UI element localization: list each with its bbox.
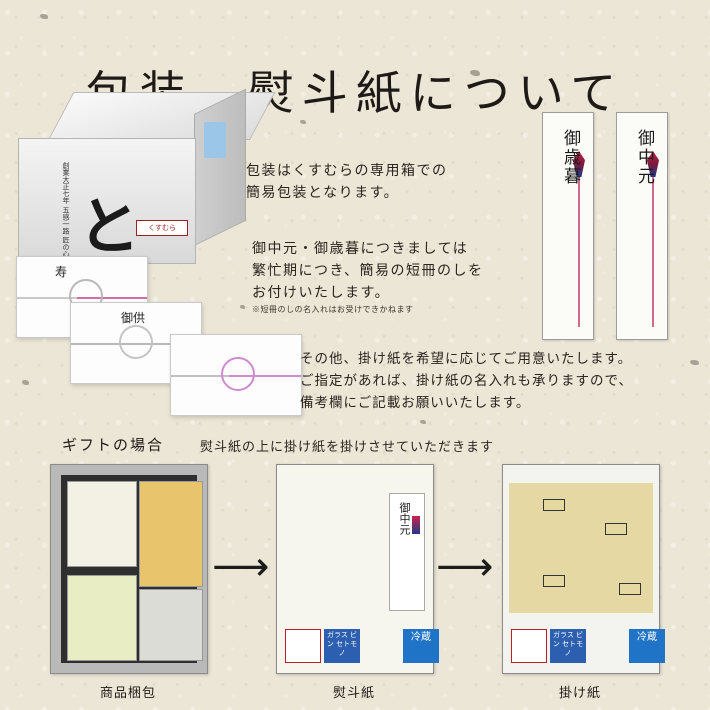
stamp-icon <box>619 583 641 595</box>
sticker-row: ガラス ビン セトモノ 冷蔵 <box>511 629 665 663</box>
okara-pack <box>139 589 203 661</box>
cord <box>652 177 654 327</box>
paper-fleck <box>420 420 426 424</box>
gift-heading: ギフトの場合 <box>62 436 165 454</box>
cord <box>578 177 580 327</box>
kakegami-paper <box>509 483 653 613</box>
panel-product-package <box>50 464 208 674</box>
kakegami-text: その他、掛け紙を希望に応じてご用意いたします。 ご指定があれば、掛け紙の名入れも… <box>300 351 633 411</box>
caption-product-package: 商品梱包 <box>99 686 156 701</box>
arrow-right-icon: ⟶ <box>212 544 270 590</box>
paper-fleck <box>300 120 306 124</box>
box-side-text: 創業大正七年 五感一路 匠の心 <box>62 162 70 258</box>
mizuhiki-knot-icon <box>119 325 153 359</box>
box-label <box>204 122 226 158</box>
cold-sticker: 冷蔵 <box>403 629 439 663</box>
fragile-sticker-icon <box>285 629 321 663</box>
packaging-text: 包装はくすむらの専用箱での 簡易包装となります。 <box>246 163 448 201</box>
noshi-card-plain <box>170 334 302 416</box>
tanzaku-label: 御中元 <box>634 129 654 186</box>
glass-sticker: ガラス ビン セトモノ <box>550 629 586 663</box>
noshi-ornament-icon <box>412 516 420 534</box>
caption-kakegami: 掛け紙 <box>558 686 601 701</box>
tanzaku-label: 御歳暮 <box>560 129 580 186</box>
box-front <box>18 138 196 264</box>
noshi-ornament-icon <box>647 151 659 177</box>
tanzaku-text: 御中元・御歳暮につきましては 繁忙期につき、簡易の短冊のしを お付けいたします。 <box>252 241 484 301</box>
tanzaku-strip: 御中元 <box>389 493 425 611</box>
tanzaku-note: ※短冊のしの名入れはお受けできかねます <box>252 305 414 314</box>
paper-fleck <box>40 14 48 19</box>
tanzaku-ochugen: 御中元 <box>616 112 668 340</box>
panel-kakegami: ガラス ビン セトモノ 冷蔵 <box>502 464 665 674</box>
noshi-ornament-icon <box>573 151 585 177</box>
tanzaku-oseibo: 御歳暮 <box>542 112 594 340</box>
arrow-right-icon: ⟶ <box>436 544 494 590</box>
box-stamp: くすむら <box>136 220 188 236</box>
stamp-icon <box>605 523 627 535</box>
caption-noshi-paper: 熨斗紙 <box>332 686 375 701</box>
tofu-pack <box>67 481 137 567</box>
paper-fleck <box>22 380 29 385</box>
stamp-icon <box>543 499 565 511</box>
box-logo-mark: と <box>78 190 141 263</box>
paper-fleck <box>690 360 699 365</box>
paper-fleck <box>240 305 245 309</box>
tofu-pack <box>67 575 137 661</box>
sticker-row: ガラス ビン セトモノ 冷蔵 <box>285 629 439 663</box>
glass-sticker: ガラス ビン セトモノ <box>324 629 360 663</box>
aburaage-pack <box>139 481 203 587</box>
gift-description: 熨斗紙の上に掛け紙を掛けさせていただきます <box>200 440 495 455</box>
cold-sticker: 冷蔵 <box>629 629 665 663</box>
stamp-icon <box>543 575 565 587</box>
mizuhiki-knot-icon <box>221 357 255 391</box>
paper-fleck <box>470 70 480 76</box>
box-side <box>194 88 246 246</box>
packaging-box-illustration: 創業大正七年 五感一路 匠の心 と くすむら <box>18 88 276 264</box>
panel-noshi-paper: 御中元 ガラス ビン セトモノ 冷蔵 <box>276 464 439 674</box>
fragile-sticker-icon <box>511 629 547 663</box>
